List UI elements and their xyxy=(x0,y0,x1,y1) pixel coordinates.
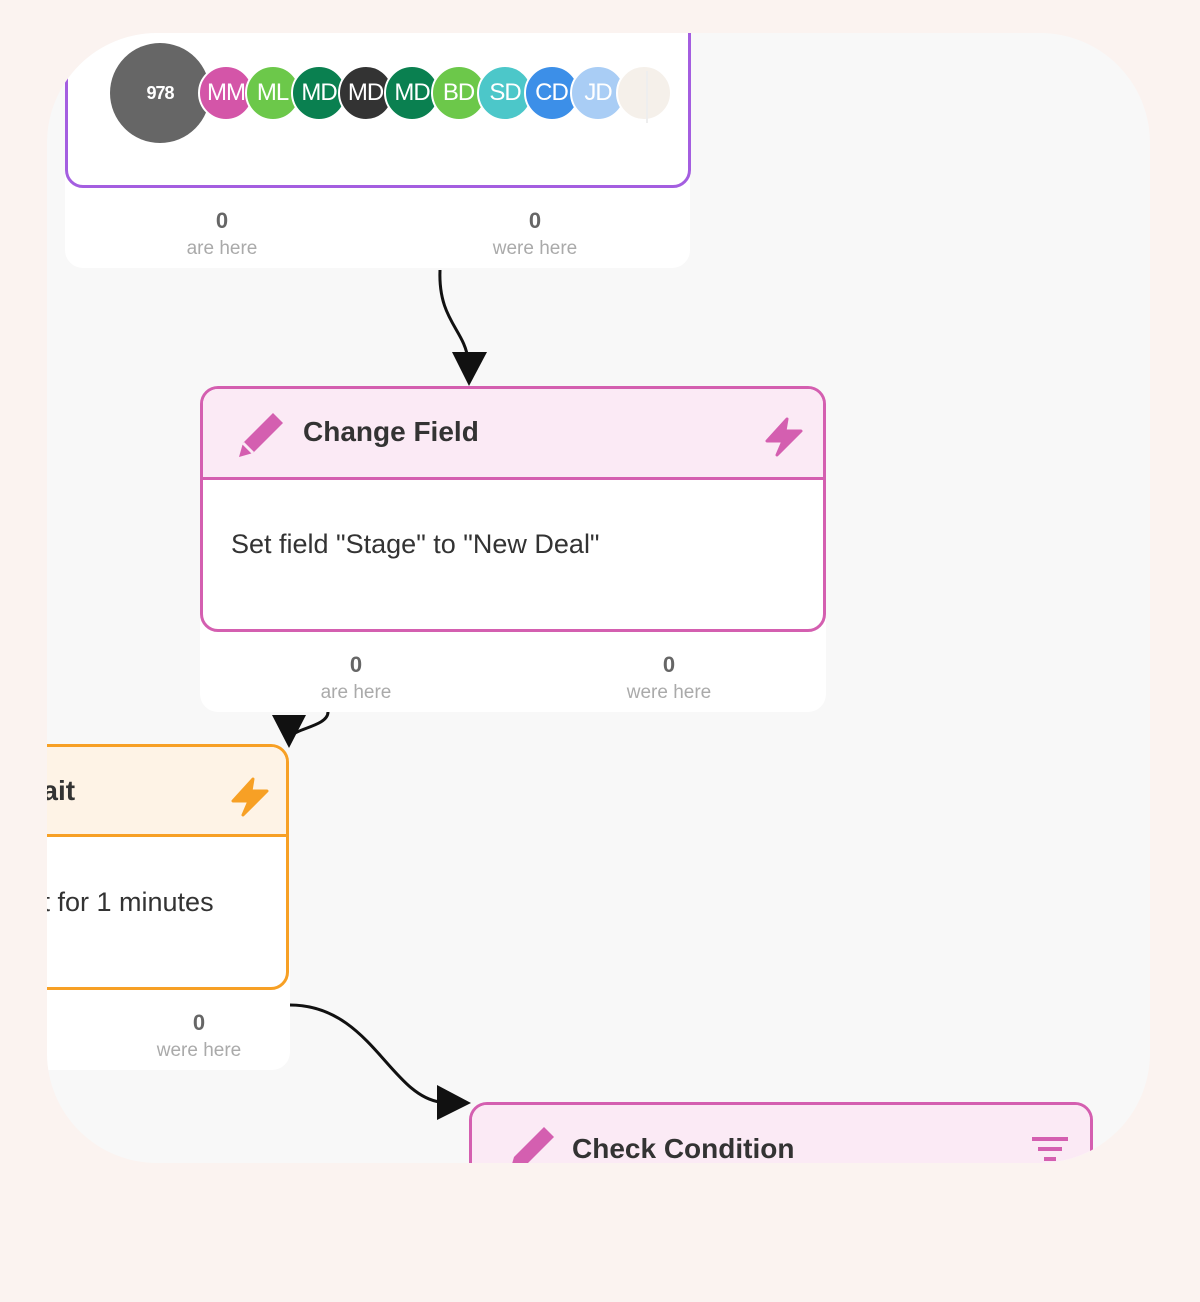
node-title: Check Condition xyxy=(572,1133,795,1164)
node-description: Wait for 1 minutes xyxy=(0,887,214,917)
wait-node[interactable]: Wait Wait for 1 minutes xyxy=(0,744,289,990)
connector-arrows xyxy=(272,269,487,1120)
check-condition-node[interactable]: Check Condition xyxy=(469,1102,1093,1164)
lightning-icon xyxy=(231,777,269,817)
are-here-label: are here xyxy=(320,682,392,703)
were-here-count: 0 xyxy=(528,208,542,233)
are-here-count: 0 xyxy=(349,652,363,677)
participant-count-badge[interactable]: 978 xyxy=(110,43,210,143)
arrowhead-2 xyxy=(272,715,306,748)
filter-icon xyxy=(1032,1137,1068,1161)
were-here-count: 0 xyxy=(192,1010,206,1035)
connector-1 xyxy=(438,269,470,361)
pencil-icon xyxy=(510,1127,554,1163)
are-here-label: are here xyxy=(186,238,258,259)
pencil-icon xyxy=(239,413,283,457)
lightning-icon xyxy=(765,417,803,457)
were-here-count: 0 xyxy=(662,652,676,677)
arrowhead-3 xyxy=(437,1085,471,1120)
node-title: Wait xyxy=(17,775,76,806)
are-here-count: 0 xyxy=(215,208,229,233)
arrowhead-1 xyxy=(452,352,487,386)
were-here-label: were here xyxy=(492,238,578,259)
avatar[interactable]: ML xyxy=(244,65,301,121)
change-field-node[interactable]: Change Field Set field "Stage" to "New D… xyxy=(200,386,826,632)
avatar[interactable]: CD xyxy=(523,65,580,121)
node-title: Change Field xyxy=(303,416,479,447)
connector-3 xyxy=(289,1003,441,1104)
avatar-partial xyxy=(616,65,672,121)
were-here-label: were here xyxy=(156,1040,242,1061)
node-description: Set field "Stage" to "New Deal" xyxy=(231,529,600,559)
were-here-label: were here xyxy=(626,682,712,703)
